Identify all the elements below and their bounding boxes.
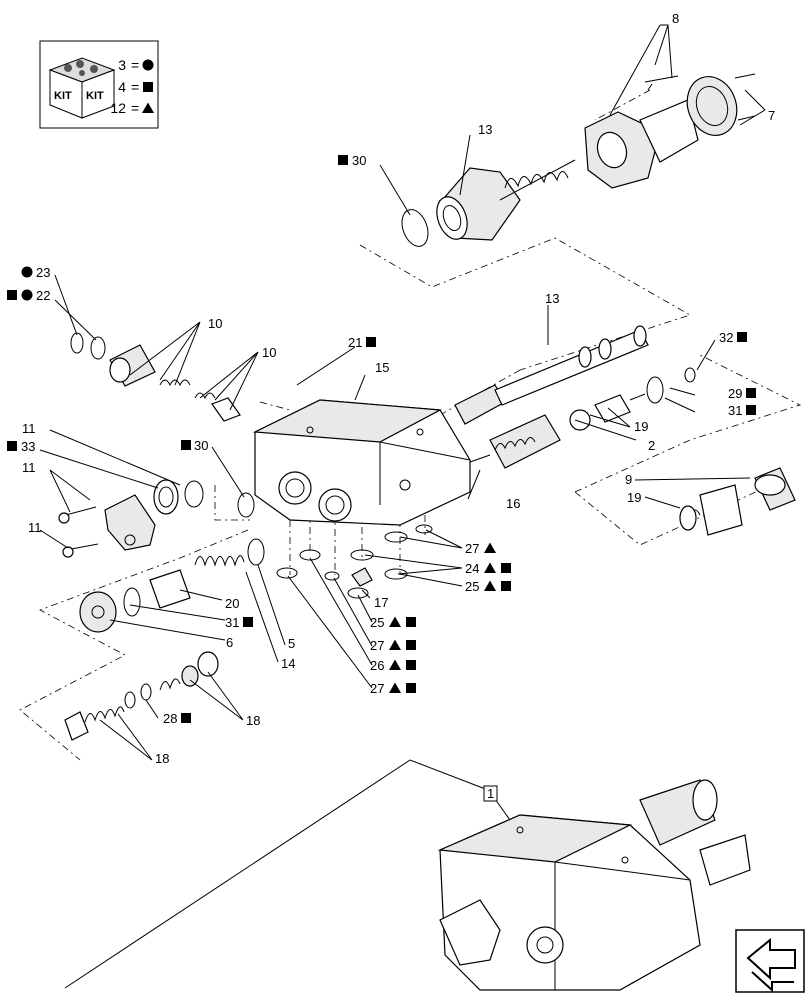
callout-31b: 31	[225, 615, 239, 630]
callout-11c: 11	[28, 520, 42, 535]
square-icon	[181, 440, 191, 450]
callout-17: 17	[374, 595, 388, 610]
legend-number-4: 4	[118, 79, 126, 95]
triangle-icon	[389, 639, 401, 650]
triangle-icon	[389, 616, 401, 627]
callout-7: 7	[768, 108, 775, 123]
callout-30a: 30	[352, 153, 366, 168]
callout-11a: 11	[22, 421, 36, 436]
main-spool-13	[454, 325, 696, 425]
triangle-icon	[389, 659, 401, 670]
callout-27a: 27	[465, 541, 479, 556]
o-rings-lower	[276, 524, 433, 599]
square-icon	[243, 617, 253, 627]
legend-eq-12: =	[131, 100, 139, 116]
kit-box-icon: KIT KIT	[48, 57, 116, 119]
callout-5: 5	[288, 636, 295, 651]
callout-32: 32	[719, 330, 733, 345]
square-icon	[406, 617, 416, 627]
callout-9: 9	[625, 472, 632, 487]
kit-legend: KIT KIT 3 = 4 = 12 =	[39, 40, 159, 129]
kit-label-right: KIT	[86, 90, 104, 102]
o-ring-30-top	[401, 209, 429, 247]
callout-6: 6	[226, 635, 233, 650]
detent-parts-left	[70, 332, 241, 422]
callout-24: 24	[465, 561, 479, 576]
callout-26: 26	[370, 658, 384, 673]
square-icon	[7, 441, 17, 451]
check-valve-parts	[469, 393, 646, 469]
square-icon	[746, 388, 756, 398]
valve-body-15	[252, 399, 471, 526]
circle-icon	[21, 289, 33, 301]
square-icon	[737, 332, 747, 342]
callout-2: 2	[648, 438, 655, 453]
kit-label-left: KIT	[54, 90, 72, 102]
callout-29: 29	[728, 386, 742, 401]
callout-31a: 31	[728, 403, 742, 418]
callout-14: 14	[281, 656, 295, 671]
relief-valve-parts	[64, 651, 219, 741]
callout-1-box	[483, 785, 498, 802]
legend-square-icon	[143, 82, 153, 92]
next-page-arrow-icon[interactable]	[735, 929, 805, 993]
callout-20: 20	[225, 596, 239, 611]
square-icon	[181, 713, 191, 723]
square-icon	[501, 581, 511, 591]
callout-25a: 25	[465, 579, 479, 594]
square-icon	[406, 640, 416, 650]
callout-labels: 8 7 13 30 23 22 10 10 13 21 15 32 29 31 …	[7, 11, 775, 802]
spool-end-assembly	[401, 73, 756, 247]
callout-21: 21	[348, 335, 362, 350]
callout-11b: 11	[22, 460, 36, 475]
callout-10a: 10	[208, 316, 222, 331]
side-plate-parts	[58, 479, 255, 558]
callout-27b: 27	[370, 638, 384, 653]
callout-1: 1	[487, 786, 494, 801]
callout-19b: 19	[627, 490, 641, 505]
triangle-icon	[389, 682, 401, 693]
callout-25b: 25	[370, 615, 384, 630]
legend-number-12: 12	[110, 100, 126, 116]
spring-pack-left	[79, 538, 265, 633]
circle-icon	[21, 266, 33, 278]
square-icon	[406, 683, 416, 693]
triangle-icon	[484, 562, 496, 573]
plug-9-19	[679, 467, 796, 536]
square-icon	[746, 405, 756, 415]
square-icon	[366, 337, 376, 347]
assembled-valve	[437, 779, 751, 991]
callout-28: 28	[163, 711, 177, 726]
callout-18b: 18	[155, 751, 169, 766]
triangle-icon	[484, 542, 496, 553]
callout-16: 16	[506, 496, 520, 511]
callout-23: 23	[36, 265, 50, 280]
callout-19a: 19	[634, 419, 648, 434]
square-icon	[7, 290, 17, 300]
callout-18a: 18	[246, 713, 260, 728]
callout-30b: 30	[194, 438, 208, 453]
leader-lines	[39, 24, 766, 821]
triangle-icon	[484, 580, 496, 591]
separator-line	[64, 759, 489, 989]
callout-27c: 27	[370, 681, 384, 696]
legend-number-3: 3	[118, 57, 126, 73]
callout-8: 8	[672, 11, 679, 26]
callout-10b: 10	[262, 345, 276, 360]
square-icon	[501, 563, 511, 573]
callout-13a: 13	[478, 122, 492, 137]
legend-eq-4: =	[131, 79, 139, 95]
callout-22: 22	[36, 288, 50, 303]
legend-circle-icon	[142, 59, 154, 71]
square-icon	[338, 155, 348, 165]
callout-15: 15	[375, 360, 389, 375]
square-icon	[406, 660, 416, 670]
callout-33: 33	[21, 439, 35, 454]
legend-eq-3: =	[131, 57, 139, 73]
callout-13b: 13	[545, 291, 559, 306]
